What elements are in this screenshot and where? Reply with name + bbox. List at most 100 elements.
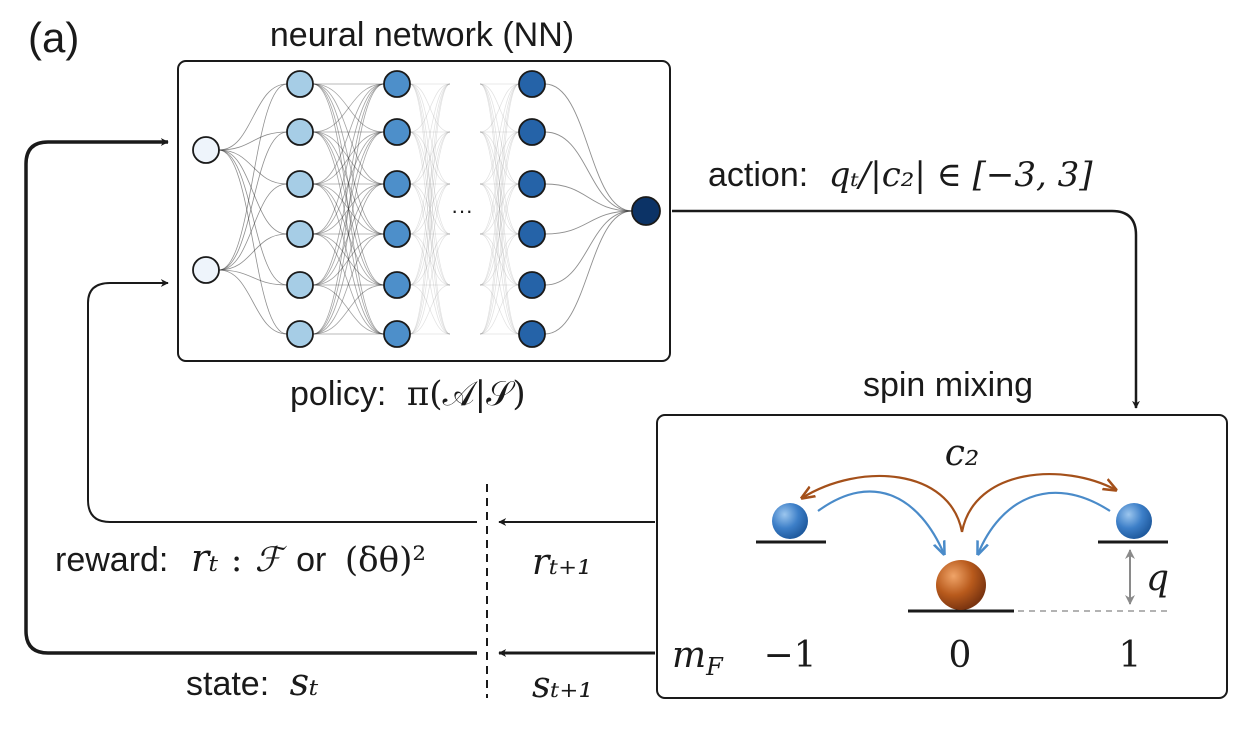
nn-edge <box>544 83 633 212</box>
nn-edge <box>312 83 385 185</box>
nn-edge <box>479 131 520 335</box>
nn-edge <box>409 83 451 235</box>
mf-value-plus1: 1 <box>1119 635 1142 676</box>
nn-edge <box>479 131 520 235</box>
nn-edge <box>544 210 633 335</box>
state-st: sₜ <box>290 660 320 704</box>
hidden3-node <box>518 170 546 198</box>
nn-edge <box>312 183 385 286</box>
nn-edge <box>409 83 451 235</box>
nn-edge <box>409 233 451 335</box>
hidden2-node <box>383 320 411 348</box>
nn-edge <box>312 83 385 133</box>
nn-edge <box>312 83 385 286</box>
nn-edge <box>409 183 451 286</box>
nn-edge <box>409 83 451 286</box>
nn-edge <box>479 131 520 286</box>
nn-edge <box>218 131 288 271</box>
reward-alt: (δθ)² <box>345 540 426 580</box>
action-expr: qₜ/|c₂| ∈ [−3, 3] <box>829 155 1094 195</box>
nn-edge <box>479 233 520 286</box>
mf-value-zero: 0 <box>949 635 972 676</box>
nn-edge <box>544 131 633 212</box>
nn-nodes <box>192 70 661 348</box>
nn-edge <box>218 83 288 271</box>
action-label: action: qₜ/|c₂| ∈ [−3, 3] <box>708 155 1093 195</box>
reward-next: rₜ₊₁ <box>532 542 592 583</box>
nn-edge <box>409 83 451 286</box>
hidden-ellipsis: ··· <box>451 198 473 223</box>
nn-edge <box>312 233 385 286</box>
nn-edge <box>409 83 451 133</box>
nn-edge <box>312 183 385 235</box>
nn-edge <box>312 83 385 133</box>
nn-edge <box>312 83 385 335</box>
nn-edge <box>218 149 288 185</box>
nn-edge <box>479 131 520 185</box>
nn-edge <box>218 149 288 235</box>
nn-edge <box>218 233 288 271</box>
nn-edge <box>312 83 385 335</box>
nn-edge <box>312 183 385 286</box>
nn-edge <box>479 183 520 286</box>
nn-edge <box>409 131 451 335</box>
nn-edge <box>312 131 385 286</box>
nn-edge <box>312 233 385 335</box>
nn-edge <box>479 83 520 235</box>
nn-edge <box>479 183 520 335</box>
nn-edge <box>312 131 385 235</box>
nn-edge <box>409 83 451 335</box>
policy-label: policy: π(𝒜|𝒮) <box>290 374 526 414</box>
nn-edge <box>479 183 520 286</box>
nn-edge <box>218 149 288 286</box>
nn-edge <box>544 210 633 286</box>
spin-box <box>656 414 1228 699</box>
nn-edge <box>479 83 520 286</box>
nn-edge <box>312 233 385 286</box>
transition-arrow-to-minus1 <box>802 474 964 533</box>
nn-edge <box>409 131 451 286</box>
nn-edge <box>409 131 451 335</box>
nn-edge <box>312 131 385 335</box>
input-node <box>192 256 220 284</box>
reward-prefix: reward: <box>55 541 168 579</box>
ball-minus1 <box>772 503 808 539</box>
nn-edge <box>479 233 520 335</box>
output-node <box>631 196 661 226</box>
nn-edge <box>409 183 451 335</box>
hidden3-node <box>518 70 546 98</box>
hidden2-node <box>383 170 411 198</box>
hidden1-node <box>286 70 314 98</box>
policy-prefix: policy: <box>290 375 386 413</box>
transition-arrow-from-plus1 <box>978 491 1111 554</box>
nn-edge <box>479 83 520 335</box>
nn-edge <box>479 183 520 335</box>
nn-edge <box>312 183 385 335</box>
state-label: state: sₜ <box>186 660 319 704</box>
reward-label: reward: rₜ : ℱ or (δθ)² <box>55 536 426 580</box>
nn-edge <box>479 131 520 185</box>
nn-edge <box>312 131 385 335</box>
transition-arrow-from-minus1 <box>817 490 944 554</box>
transition-arrow-to-plus1 <box>960 473 1116 533</box>
nn-edge <box>312 183 385 335</box>
nn-edge <box>479 284 520 335</box>
nn-edge <box>409 83 451 185</box>
nn-edge <box>479 284 520 335</box>
nn-edge <box>218 183 288 271</box>
nn-edge <box>312 83 385 286</box>
ball-zero <box>936 560 986 610</box>
reward-rt: rₜ <box>191 536 219 580</box>
nn-edge <box>409 284 451 335</box>
reward-measure: ℱ <box>255 540 288 580</box>
nn-edge <box>409 83 451 185</box>
input-node <box>192 136 220 164</box>
nn-edge <box>312 131 385 185</box>
nn-edge <box>544 183 633 212</box>
nn-edge <box>218 269 288 286</box>
nn-edge <box>479 83 520 286</box>
nn-edge <box>312 284 385 335</box>
nn-edge <box>409 284 451 335</box>
nn-edge <box>312 83 385 185</box>
